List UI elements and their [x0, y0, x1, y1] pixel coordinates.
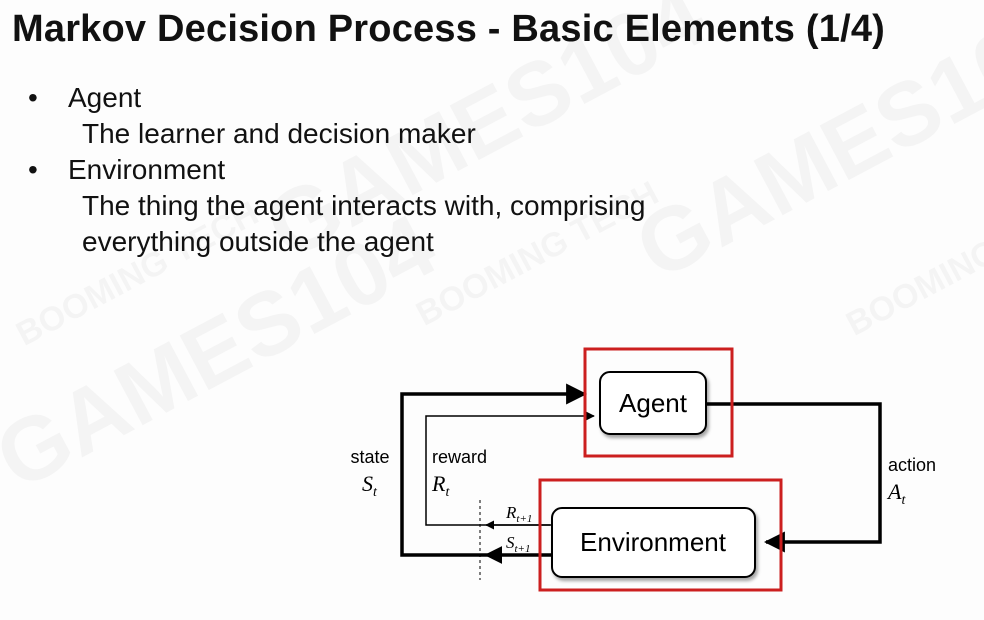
environment-highlight-box [538, 478, 783, 592]
agent-highlight-box [583, 347, 734, 458]
action-label: action [888, 455, 936, 475]
state-symbol: St [362, 471, 378, 500]
environment-box-label: Environment [580, 527, 727, 557]
agent-box-label: Agent [619, 388, 688, 418]
bullet-item-environment: • Environment [28, 152, 645, 188]
agent-box [599, 371, 707, 435]
environment-box [551, 507, 756, 578]
bullet-description: The thing the agent interacts with, comp… [82, 190, 646, 221]
action-symbol: At [886, 479, 906, 508]
action-connector [706, 402, 882, 553]
state-label: state [350, 447, 389, 467]
bullet-item-agent: • Agent [28, 80, 645, 116]
reward-symbol: Rt [431, 471, 450, 500]
bullet-term: Agent [68, 82, 142, 113]
state-connector [400, 383, 588, 557]
bullet-dot: • [28, 82, 38, 113]
reward-label: reward [432, 447, 487, 467]
slide-title: Markov Decision Process - Basic Elements… [12, 8, 886, 50]
next-state-symbol: St+1 [506, 533, 530, 555]
bullet-dot: • [28, 154, 38, 185]
bullet-description: The learner and decision maker [82, 118, 476, 149]
bullet-description: everything outside the agent [82, 226, 434, 257]
bullet-term: Environment [68, 154, 226, 185]
bullet-list: • Agent The learner and decision maker •… [28, 80, 645, 260]
next-reward-symbol: Rt+1 [505, 503, 532, 525]
